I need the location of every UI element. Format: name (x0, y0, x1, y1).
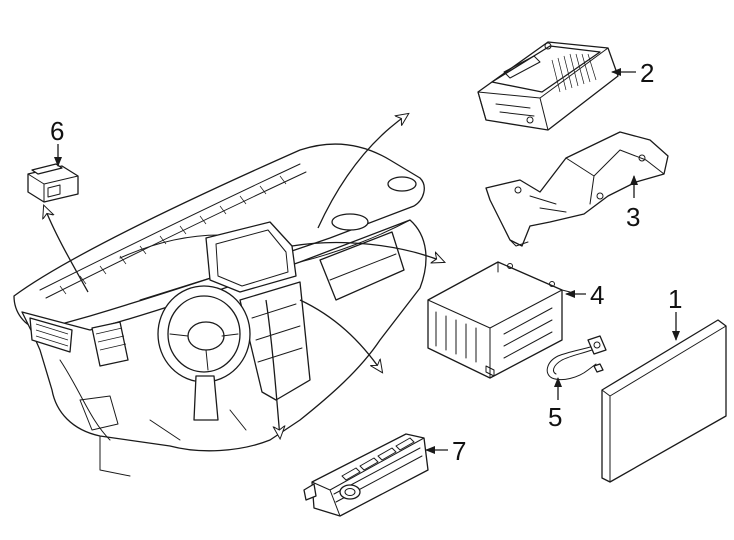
part-2-module (477, 41, 619, 131)
callout-7: 7 (452, 436, 466, 466)
part-5-cable (546, 335, 607, 381)
callout-leaders (54, 68, 680, 454)
steering-wheel (157, 285, 251, 421)
callout-5: 5 (548, 402, 562, 432)
dash-leader-arrows (44, 114, 444, 438)
callout-2: 2 (640, 58, 654, 88)
callout-3: 3 (626, 202, 640, 232)
part-6-switch (27, 163, 79, 203)
part-1-display (601, 319, 727, 483)
part-7-control-panel (303, 433, 429, 517)
callout-4: 4 (590, 280, 604, 310)
callout-labels: 1 2 3 4 5 6 7 (50, 58, 682, 466)
part-3-bracket (485, 131, 669, 247)
part-4-module-box (427, 261, 571, 379)
callout-1: 1 (668, 284, 682, 314)
instrument-panel (13, 143, 427, 477)
callout-6: 6 (50, 116, 64, 146)
